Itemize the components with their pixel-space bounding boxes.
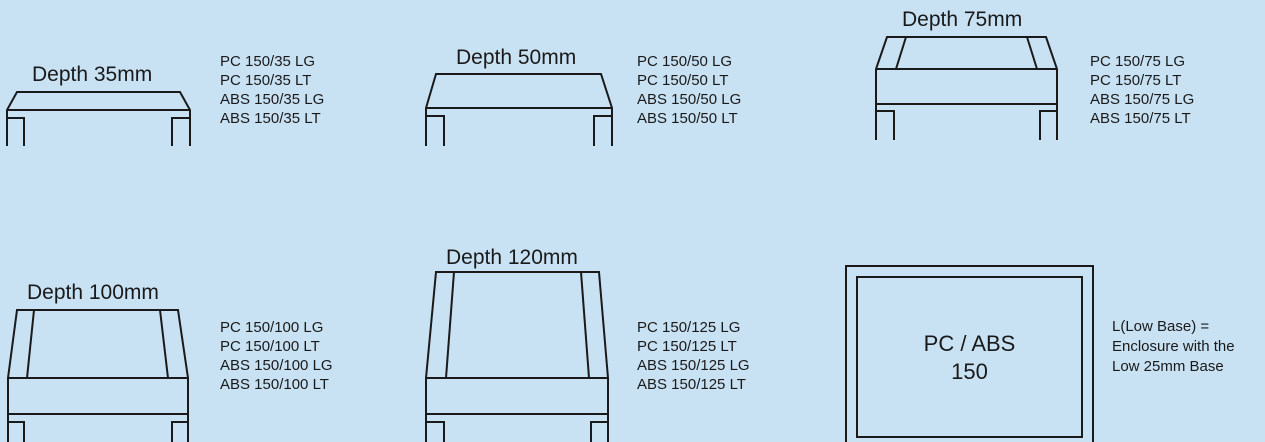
model-item: ABS 150/100 LT bbox=[220, 376, 329, 393]
depth-title-35: Depth 35mm bbox=[32, 63, 153, 86]
note-line: Enclosure with the bbox=[1112, 338, 1235, 355]
model-item: PC 150/50 LT bbox=[637, 72, 729, 89]
model-item: PC 150/125 LT bbox=[637, 338, 737, 355]
top-view-label: PC / ABS 150 bbox=[857, 330, 1082, 386]
model-item: PC 150/50 LG bbox=[637, 53, 733, 70]
depth-title-100: Depth 100mm bbox=[27, 281, 159, 304]
model-item: ABS 150/50 LT bbox=[637, 110, 738, 127]
note-line: Low 25mm Base bbox=[1112, 358, 1224, 375]
model-item: PC 150/125 LG bbox=[637, 319, 741, 336]
model-item: ABS 150/75 LG bbox=[1090, 91, 1195, 108]
model-item: ABS 150/75 LT bbox=[1090, 110, 1191, 127]
depth-title-120: Depth 120mm bbox=[446, 246, 578, 269]
top-view-label-line1: PC / ABS bbox=[923, 331, 1016, 356]
note-line: L(Low Base) = bbox=[1112, 318, 1210, 335]
model-list-100: PC 150/100 LG PC 150/100 LT ABS 150/100 … bbox=[220, 318, 333, 394]
low-base-note: L(Low Base) = Enclosure with the Low 25m… bbox=[1112, 317, 1235, 377]
model-item: PC 150/75 LT bbox=[1090, 72, 1182, 89]
model-list-120: PC 150/125 LG PC 150/125 LT ABS 150/125 … bbox=[637, 318, 750, 394]
model-item: ABS 150/35 LT bbox=[220, 110, 321, 127]
model-list-35: PC 150/35 LG PC 150/35 LT ABS 150/35 LG … bbox=[220, 52, 324, 128]
model-item: ABS 150/100 LG bbox=[220, 357, 333, 374]
model-item: ABS 150/125 LG bbox=[637, 357, 750, 374]
model-item: PC 150/35 LG bbox=[220, 53, 316, 70]
model-list-75: PC 150/75 LG PC 150/75 LT ABS 150/75 LG … bbox=[1090, 52, 1194, 128]
model-item: PC 150/35 LT bbox=[220, 72, 312, 89]
top-view-label-line2: 150 bbox=[951, 359, 988, 384]
model-item: ABS 150/50 LG bbox=[637, 91, 742, 108]
depth-title-75: Depth 75mm bbox=[902, 8, 1023, 31]
depth-title-50: Depth 50mm bbox=[456, 46, 577, 69]
model-item: PC 150/100 LG bbox=[220, 319, 324, 336]
model-item: PC 150/100 LT bbox=[220, 338, 320, 355]
model-list-50: PC 150/50 LG PC 150/50 LT ABS 150/50 LG … bbox=[637, 52, 741, 128]
model-item: ABS 150/125 LT bbox=[637, 376, 746, 393]
model-item: PC 150/75 LG bbox=[1090, 53, 1186, 70]
model-item: ABS 150/35 LG bbox=[220, 91, 325, 108]
